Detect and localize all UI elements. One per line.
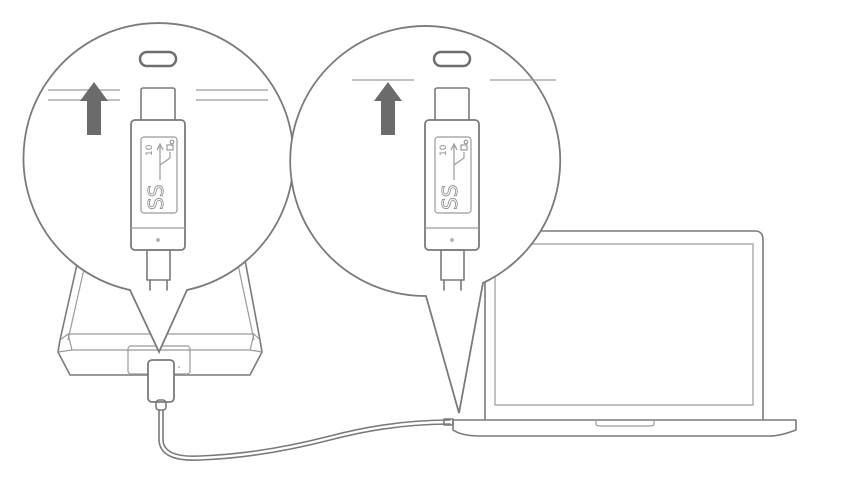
svg-text:SS: SS (144, 185, 168, 210)
usb-superspeed-logo-icon: 10 SS (144, 139, 175, 210)
zoom-bubble-drive: 10 SS (22, 22, 295, 355)
zoom-bubble-laptop: 10 SS (289, 25, 562, 414)
up-arrow-icon (80, 82, 108, 135)
up-arrow-icon (374, 82, 402, 135)
usb-c-connector: 10 SS (130, 87, 186, 291)
usb-c-port-icon (432, 50, 472, 68)
usb-c-cable (147, 359, 454, 461)
svg-text:SS: SS (438, 185, 462, 210)
svg-text:10: 10 (439, 144, 449, 156)
usb-c-connector: 10 SS (424, 87, 480, 291)
svg-text:10: 10 (145, 144, 155, 156)
usb-c-port-icon (138, 50, 178, 68)
usb-superspeed-logo-icon: 10 SS (438, 139, 469, 210)
